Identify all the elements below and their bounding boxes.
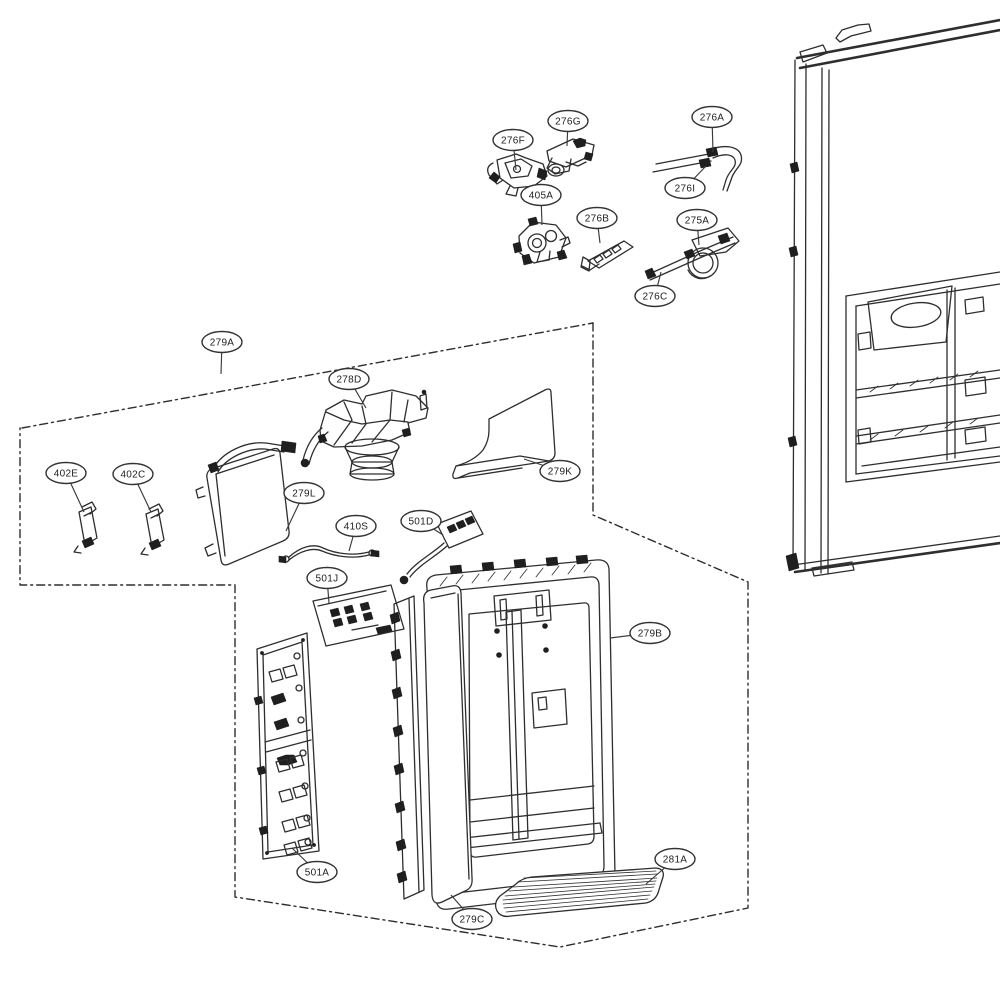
callout-label-410S: 410S (344, 522, 369, 533)
callout-label-279C: 279C (459, 915, 484, 926)
callout-278D (328, 367, 370, 391)
callout-label-276B: 276B (585, 214, 610, 225)
callout-276C (634, 284, 676, 308)
part-279C-drawing (423, 585, 473, 904)
diagram-line-art (19, 18, 1000, 948)
callout-279K (539, 459, 581, 483)
callout-label-276F: 276F (501, 136, 525, 147)
callout-label-276I: 276I (675, 184, 696, 195)
refrigerator-door-drawing (785, 18, 1000, 577)
callout-279B (629, 621, 671, 645)
callout-501D (400, 509, 442, 533)
callout-402C (112, 462, 154, 486)
part-276F-drawing (487, 153, 548, 197)
callout-label-279A: 279A (210, 338, 235, 349)
part-501A-drawing (253, 632, 320, 860)
assembly-region-boundary (19, 322, 749, 948)
callout-279L (283, 481, 325, 505)
callout-281A (654, 847, 696, 871)
callout-label-501D: 501D (408, 517, 433, 528)
callout-label-275A: 275A (685, 216, 710, 227)
callout-276A (691, 105, 733, 129)
part-501D-drawing (399, 510, 484, 585)
callouts-layer: 276F 276G 276A 276I 405A 276B 275A 276C 279A 278D… (45, 105, 733, 931)
part-402E-drawing (73, 501, 98, 554)
callout-501A (296, 860, 338, 884)
callout-405A (520, 183, 562, 207)
callout-label-501J: 501J (316, 574, 339, 585)
callout-label-278D: 278D (336, 375, 361, 386)
part-276A-drawing (652, 145, 743, 192)
callout-label-276C: 276C (642, 292, 667, 303)
callout-276B (576, 206, 618, 230)
callout-410S (335, 514, 377, 538)
callout-label-402C: 402C (120, 470, 145, 481)
callout-501J (306, 566, 348, 590)
callout-279C (451, 907, 493, 931)
part-410S-drawing (278, 545, 380, 564)
part-279L-drawing (195, 440, 297, 566)
part-278D-drawing (300, 389, 429, 481)
callout-276F (492, 128, 534, 152)
callout-276G (547, 109, 589, 133)
part-276G-drawing (546, 137, 595, 177)
part-276B-drawing (580, 240, 634, 272)
callout-402E (45, 461, 87, 485)
callout-279A (201, 330, 243, 354)
callout-label-281A: 281A (663, 855, 688, 866)
part-501J-drawing (312, 584, 405, 647)
callout-label-279B: 279B (638, 629, 663, 640)
callout-label-405A: 405A (529, 191, 554, 202)
callout-label-276A: 276A (700, 113, 725, 124)
callout-275A (676, 208, 718, 232)
callout-276I (664, 176, 706, 200)
callout-label-501A: 501A (305, 868, 330, 879)
part-279K-drawing (452, 388, 556, 480)
callout-label-276G: 276G (555, 117, 581, 128)
part-281A-drawing (494, 867, 664, 918)
callout-label-402E: 402E (54, 469, 79, 480)
part-405A-drawing (512, 216, 571, 266)
callout-label-279K: 279K (548, 467, 573, 478)
part-402C-drawing (140, 503, 165, 556)
part-275A-drawing (644, 227, 740, 281)
callout-label-279L: 279L (292, 489, 316, 500)
